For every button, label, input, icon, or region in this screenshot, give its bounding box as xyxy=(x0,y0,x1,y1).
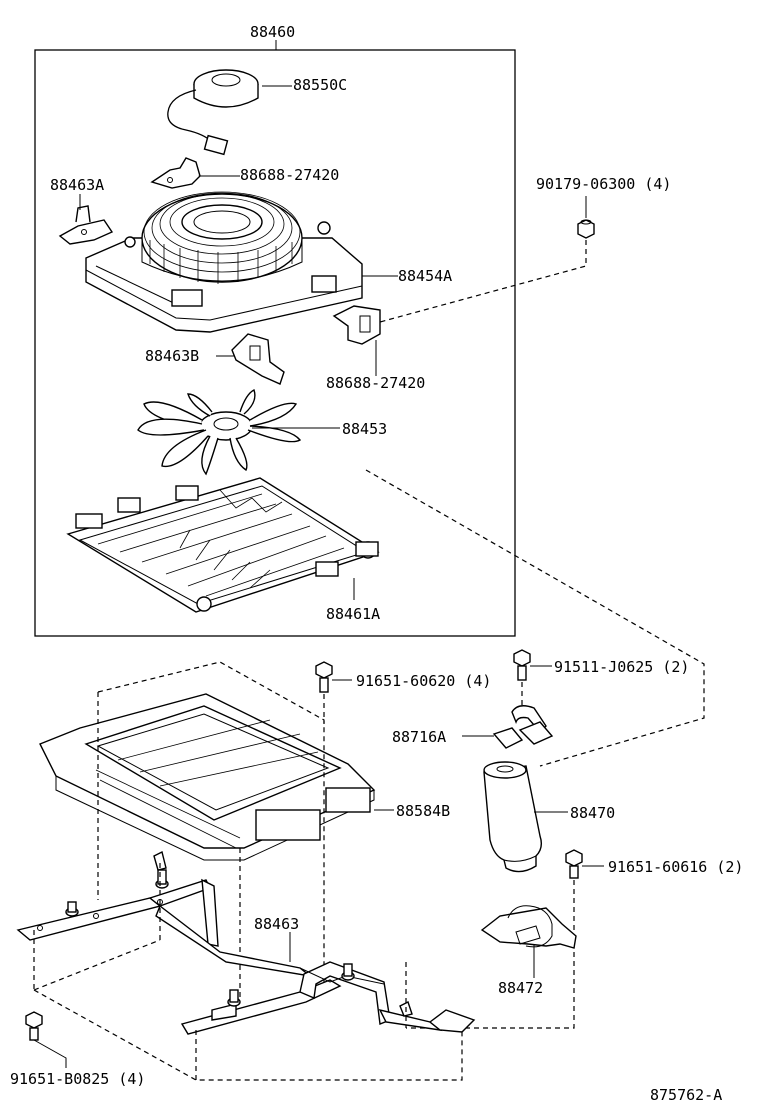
label-88460: 88460 xyxy=(250,23,295,41)
label-91511-j0625: 91511-J0625 (2) xyxy=(554,658,689,676)
fan-shroud xyxy=(85,191,398,333)
label-88470: 88470 xyxy=(570,804,615,822)
label-91651-b0825: 91651-B0825 (4) xyxy=(10,1070,145,1088)
label-91651-60616: 91651-60616 (2) xyxy=(608,858,743,876)
label-88688-27420-lower: 88688-27420 xyxy=(326,374,425,392)
label-88463a: 88463A xyxy=(50,176,104,194)
label-88584b: 88584B xyxy=(396,802,450,820)
bracket-88463a xyxy=(58,194,114,245)
frame-diag-path xyxy=(33,939,161,991)
condenser xyxy=(66,477,380,613)
label-88463b: 88463B xyxy=(145,347,199,365)
bolt-91651-b0825 xyxy=(25,1011,67,1068)
receiver-clamp xyxy=(480,905,577,978)
label-88550c: 88550C xyxy=(293,76,347,94)
bracket-lower-right xyxy=(332,305,381,376)
condenser-to-receiver-path xyxy=(365,469,705,767)
frame-bottom-path xyxy=(33,989,463,1081)
bolt-91511 xyxy=(513,649,552,681)
label-88453: 88453 xyxy=(342,420,387,438)
support-frame xyxy=(16,850,476,1035)
label-88688-27420-top: 88688-27420 xyxy=(240,166,339,184)
label-88472: 88472 xyxy=(498,979,543,997)
label-88463: 88463 xyxy=(254,915,299,933)
bracket-88463b xyxy=(216,333,285,385)
bracket-top xyxy=(150,157,240,189)
cover-tray xyxy=(39,693,394,861)
label-88454a: 88454A xyxy=(398,267,452,285)
bolt-91651-60616-path xyxy=(406,880,575,1029)
diagram-code: 875762-A xyxy=(650,1086,722,1104)
label-88716a: 88716A xyxy=(392,728,446,746)
bolt-91651-60620 xyxy=(315,661,352,693)
receiver-drier xyxy=(483,761,568,873)
bracket-88716a xyxy=(462,705,554,749)
cooling-fan xyxy=(137,389,340,476)
label-88461a: 88461A xyxy=(326,605,380,623)
fan-motor xyxy=(167,69,292,156)
assembly-box xyxy=(34,49,516,637)
bolt-90179 xyxy=(577,196,595,239)
label-91651-60620: 91651-60620 (4) xyxy=(356,672,491,690)
bolt-91651-60616 xyxy=(565,849,604,879)
label-90179-06300: 90179-06300 (4) xyxy=(536,175,671,193)
